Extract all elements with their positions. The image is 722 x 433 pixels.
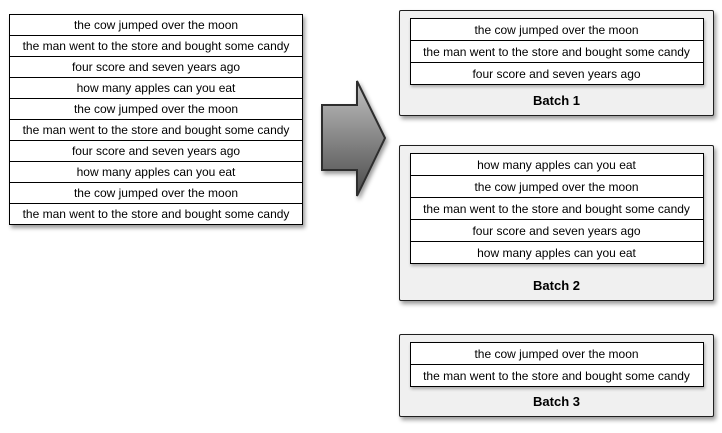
sentence-row: the man went to the store and bought som… (410, 197, 703, 219)
sentence-row: the cow jumped over the moon (10, 15, 302, 35)
sentence-row: how many apples can you eat (410, 154, 703, 175)
sentence-row: the cow jumped over the moon (410, 19, 703, 40)
batch-1-label: Batch 1 (533, 93, 580, 108)
sentence-row: the cow jumped over the moon (410, 175, 703, 197)
sentence-row: four score and seven years ago (410, 62, 703, 84)
sentence-row: four score and seven years ago (10, 56, 302, 77)
sentence-row: the man went to the store and bought som… (10, 203, 302, 224)
sentence-row: how many apples can you eat (10, 161, 302, 182)
sentence-row: how many apples can you eat (410, 241, 703, 263)
sentence-row: the cow jumped over the moon (410, 343, 703, 364)
batch-3-label: Batch 3 (533, 394, 580, 409)
sentence-row: the man went to the store and bought som… (410, 40, 703, 62)
sentence-row: how many apples can you eat (10, 77, 302, 98)
sentence-row: the cow jumped over the moon (10, 98, 302, 119)
sentence-row: four score and seven years ago (10, 140, 302, 161)
right-arrow-icon (321, 80, 387, 197)
sentence-row: the cow jumped over the moon (10, 182, 302, 203)
sentence-row: the man went to the store and bought som… (410, 364, 703, 386)
sentence-row: the man went to the store and bought som… (10, 119, 302, 140)
sentence-row: the man went to the store and bought som… (10, 35, 302, 56)
sentence-row: four score and seven years ago (410, 219, 703, 241)
batch-2-label: Batch 2 (533, 278, 580, 293)
